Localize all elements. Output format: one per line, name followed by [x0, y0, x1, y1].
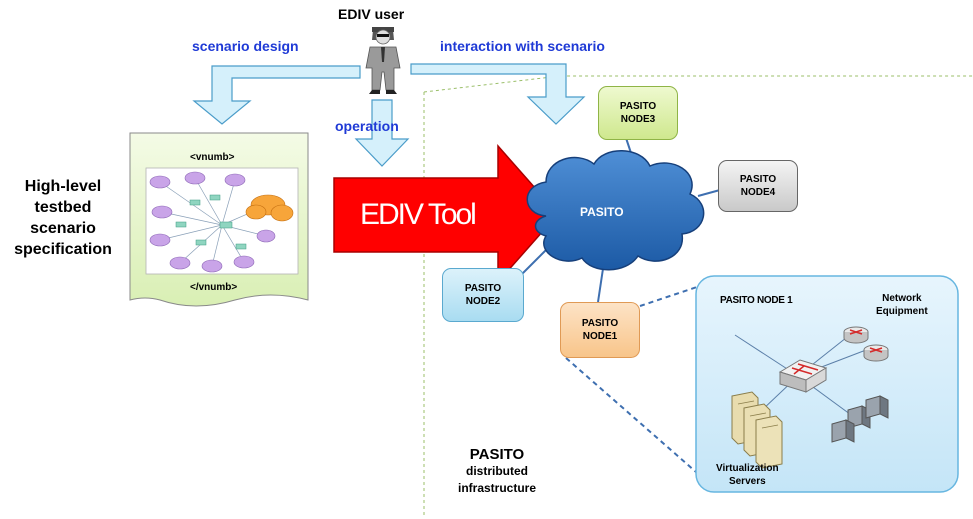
spec-title-line-2: testbed: [34, 199, 92, 216]
infra-title: PASITO: [469, 446, 525, 463]
infra-line-1: distributed: [466, 464, 528, 478]
pasito-node2: PASITO NODE2: [442, 268, 524, 322]
scenario-network-thumbnail: [145, 167, 299, 275]
pasito-cloud: [526, 150, 705, 271]
detail-title: PASITO NODE 1: [720, 295, 793, 306]
network-equipment-label: Network Equipment: [876, 292, 928, 318]
spec-title: High-level testbed scenario specificatio…: [0, 176, 126, 260]
cloud-label: PASITO: [580, 205, 624, 219]
pasito-node4: PASITO NODE4: [718, 160, 798, 212]
infrastructure-label: PASITO distributed infrastructure: [442, 446, 552, 497]
node4-line2: NODE4: [740, 187, 776, 198]
interaction-arrow: [410, 63, 586, 125]
workstation-icon: [831, 395, 889, 443]
scenario-design-label: scenario design: [192, 38, 299, 54]
virtualization-servers-label: Virtualization Servers: [716, 462, 779, 488]
operation-arrow: [354, 99, 410, 167]
ediv-tool-arrow: [333, 144, 560, 284]
node3-line2: NODE3: [620, 114, 656, 125]
pasito-node3: PASITO NODE3: [598, 86, 678, 140]
node1-line2: NODE1: [582, 331, 618, 342]
network-line-2: Equipment: [876, 306, 928, 317]
infrastructure-boundary: [423, 75, 973, 515]
user-label: EDIV user: [338, 6, 405, 22]
server-rack-icon: [731, 391, 783, 469]
vnumb-open-tag: <vnumb>: [190, 152, 235, 163]
servers-line-2: Servers: [728, 476, 766, 487]
node4-line1: PASITO: [739, 174, 777, 185]
servers-line-1: Virtualization: [716, 463, 779, 474]
node3-line1: PASITO: [619, 101, 657, 112]
scenario-design-arrow: [192, 65, 361, 125]
vnumb-close-tag: </vnumb>: [190, 282, 238, 293]
node2-line2: NODE2: [465, 296, 501, 307]
interaction-label: interaction with scenario: [440, 38, 605, 54]
network-line-1: Network: [882, 293, 922, 304]
router-icon: [843, 326, 889, 362]
switch-icon: [778, 359, 828, 393]
ediv-tool-label: EDIV Tool: [360, 198, 477, 231]
spec-title-line-4: specification: [14, 241, 112, 258]
user-figure: [365, 27, 401, 94]
node1-line1: PASITO: [581, 318, 619, 329]
spec-title-line-3: scenario: [30, 220, 96, 237]
zoom-lines: [565, 283, 713, 487]
node2-line1: PASITO: [464, 283, 502, 294]
pasito-node1: PASITO NODE1: [560, 302, 640, 358]
operation-label: operation: [335, 118, 399, 134]
infra-line-2: infrastructure: [457, 481, 537, 495]
spec-title-line-1: High-level: [24, 178, 102, 195]
